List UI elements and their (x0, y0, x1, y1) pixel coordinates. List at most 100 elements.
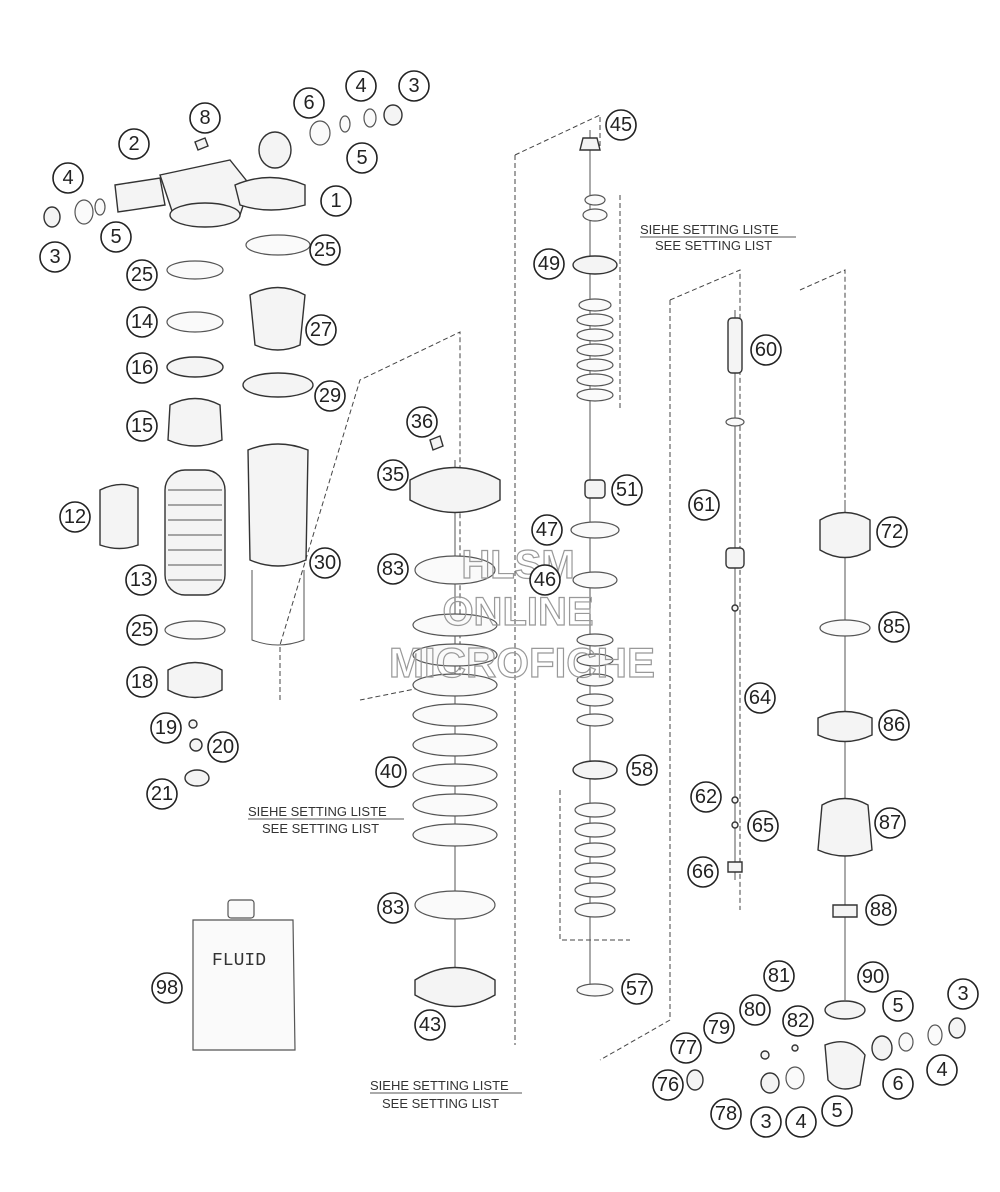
svg-text:57: 57 (626, 978, 648, 1000)
svg-text:1: 1 (330, 190, 341, 212)
svg-text:83: 83 (382, 897, 404, 919)
svg-text:45: 45 (610, 114, 632, 136)
svg-text:5: 5 (110, 226, 121, 248)
callout-36: 36 (406, 406, 438, 438)
svg-text:66: 66 (692, 861, 714, 883)
note-mid-de: SIEHE SETTING LISTE (248, 804, 387, 819)
callout-76: 76 (652, 1069, 684, 1101)
callout-49: 49 (533, 248, 565, 280)
callout-6: 6 (882, 1068, 914, 1100)
svg-text:64: 64 (749, 687, 771, 709)
svg-text:81: 81 (768, 965, 790, 987)
callout-5: 5 (882, 990, 914, 1022)
svg-text:15: 15 (131, 415, 153, 437)
callout-3: 3 (750, 1106, 782, 1138)
svg-text:36: 36 (411, 411, 433, 433)
svg-text:85: 85 (883, 616, 905, 638)
callout-4: 4 (926, 1054, 958, 1086)
callout-5: 5 (821, 1095, 853, 1127)
callout-62: 62 (690, 781, 722, 813)
svg-text:43: 43 (419, 1014, 441, 1036)
svg-text:98: 98 (156, 977, 178, 999)
callout-35: 35 (377, 459, 409, 491)
svg-text:79: 79 (708, 1017, 730, 1039)
callout-12: 12 (59, 501, 91, 533)
svg-text:87: 87 (879, 812, 901, 834)
note-bot-en: SEE SETTING LIST (382, 1096, 499, 1111)
svg-text:49: 49 (538, 253, 560, 275)
shock-head-assembly (43, 104, 403, 228)
callout-21: 21 (146, 778, 178, 810)
callout-29: 29 (314, 380, 346, 412)
svg-text:76: 76 (657, 1074, 679, 1096)
main-spring-column (409, 435, 501, 1008)
svg-text:25: 25 (314, 239, 336, 261)
svg-text:8: 8 (199, 107, 210, 129)
callout-15: 15 (126, 410, 158, 442)
svg-text:80: 80 (744, 999, 766, 1021)
callout-78: 78 (710, 1098, 742, 1130)
callout-57: 57 (621, 973, 653, 1005)
svg-text:20: 20 (212, 736, 234, 758)
callout-86: 86 (878, 709, 910, 741)
callout-43: 43 (414, 1009, 446, 1041)
svg-text:6: 6 (892, 1073, 903, 1095)
svg-text:18: 18 (131, 671, 153, 693)
callout-1: 1 (320, 185, 352, 217)
callout-72: 72 (876, 516, 908, 548)
svg-text:3: 3 (957, 983, 968, 1005)
svg-text:3: 3 (408, 75, 419, 97)
svg-text:2: 2 (128, 133, 139, 155)
callout-25: 25 (309, 234, 341, 266)
svg-text:77: 77 (675, 1037, 697, 1059)
fluid-label: FLUID (212, 951, 266, 971)
svg-text:6: 6 (303, 92, 314, 114)
right-column-parts (817, 511, 873, 1020)
svg-text:30: 30 (314, 552, 336, 574)
svg-text:4: 4 (795, 1111, 806, 1133)
svg-text:65: 65 (752, 815, 774, 837)
callout-30: 30 (309, 547, 341, 579)
note-top-en: SEE SETTING LIST (655, 238, 772, 253)
callout-25: 25 (126, 259, 158, 291)
callout-65: 65 (747, 810, 779, 842)
callout-3: 3 (947, 978, 979, 1010)
callout-3: 3 (398, 70, 430, 102)
callout-6: 6 (293, 87, 325, 119)
callout-47: 47 (531, 514, 563, 546)
svg-text:25: 25 (131, 619, 153, 641)
fluid-bottle: FLUID (192, 899, 296, 1051)
svg-text:72: 72 (881, 521, 903, 543)
callout-58: 58 (626, 754, 658, 786)
svg-text:25: 25 (131, 264, 153, 286)
callout-16: 16 (126, 352, 158, 384)
svg-text:16: 16 (131, 357, 153, 379)
svg-text:58: 58 (631, 759, 653, 781)
watermark-line3: MICROFICHE (389, 639, 655, 686)
callout-88: 88 (865, 894, 897, 926)
callout-60: 60 (750, 334, 782, 366)
svg-text:83: 83 (382, 558, 404, 580)
callout-3: 3 (39, 241, 71, 273)
cylinder-parts (242, 234, 314, 646)
callout-4: 4 (345, 70, 377, 102)
callout-61: 61 (688, 489, 720, 521)
callout-80: 80 (739, 994, 771, 1026)
svg-text:21: 21 (151, 783, 173, 805)
svg-text:61: 61 (693, 494, 715, 516)
note-mid-en: SEE SETTING LIST (262, 821, 379, 836)
callout-81: 81 (763, 960, 795, 992)
svg-text:29: 29 (319, 385, 341, 407)
svg-text:40: 40 (380, 761, 402, 783)
note-bot-de: SIEHE SETTING LISTE (370, 1078, 509, 1093)
svg-text:4: 4 (355, 75, 366, 97)
callout-5: 5 (100, 221, 132, 253)
callout-8: 8 (189, 102, 221, 134)
svg-text:4: 4 (62, 167, 73, 189)
callout-25: 25 (126, 614, 158, 646)
callout-83: 83 (377, 553, 409, 585)
callout-18: 18 (126, 666, 158, 698)
svg-text:82: 82 (787, 1010, 809, 1032)
svg-text:3: 3 (49, 246, 60, 268)
callout-19: 19 (150, 712, 182, 744)
